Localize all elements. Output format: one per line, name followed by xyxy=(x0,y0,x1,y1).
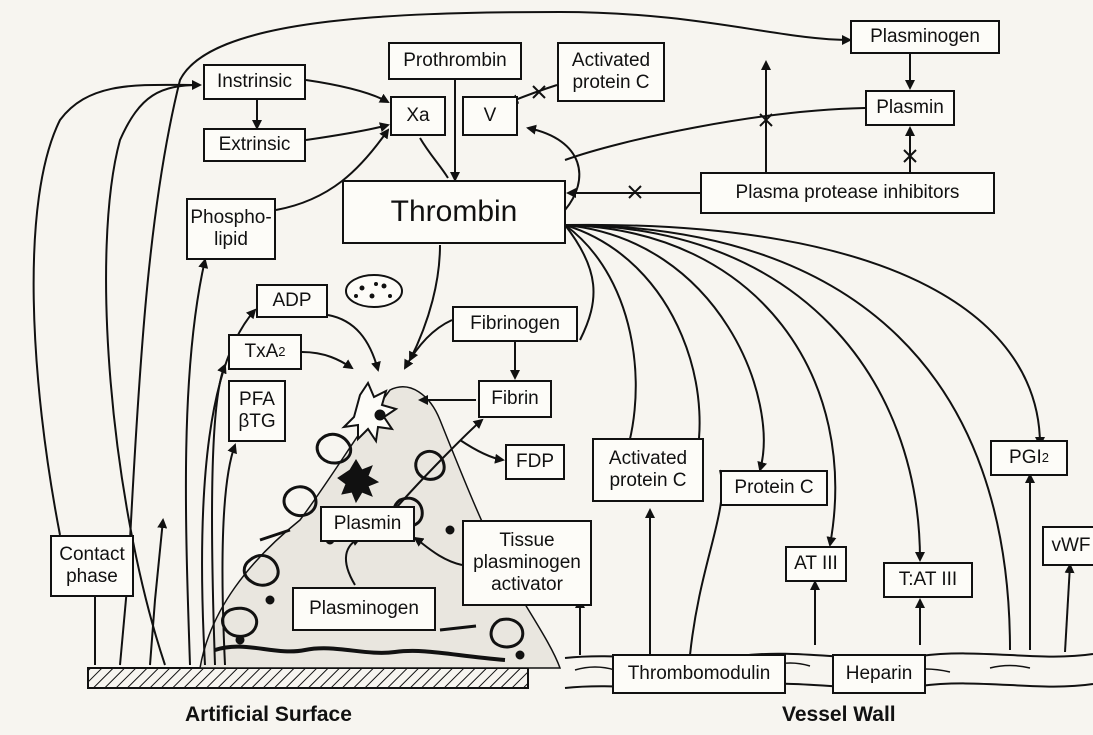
arrow-thrombin-to-v xyxy=(526,124,581,211)
caption-vessel-wall: Vessel Wall xyxy=(782,703,896,726)
adp-box: ADP xyxy=(256,284,328,318)
caption-artificial-surface: Artificial Surface xyxy=(185,703,352,726)
arrow-wall-to-vwf xyxy=(1064,563,1075,653)
plasminogen-bottom-box: Plasminogen xyxy=(292,587,436,631)
arrow-aggregate-to-txa2 xyxy=(211,363,227,666)
plasminogen-top-box: Plasminogen xyxy=(850,20,1000,54)
v-box: V xyxy=(462,96,518,136)
arrow-thrombin-curve-1 xyxy=(564,224,637,471)
arrow-thrombin-curve-3 xyxy=(564,224,767,472)
arrow-fibrin-to-fdp xyxy=(459,439,505,464)
thrombin-box: Thrombin xyxy=(342,180,566,244)
activated-protein-c-mid-box: Activated protein C xyxy=(592,438,704,502)
instrinsic-box: Instrinsic xyxy=(203,64,306,100)
thrombomodulin-box: Thrombomodulin xyxy=(612,654,786,694)
pgi2-subscript: 2 xyxy=(1041,450,1049,465)
arrows xyxy=(32,10,1075,666)
pfa-btg-box: PFA βTG xyxy=(228,380,286,442)
arrow-tpa-to-plasmin xyxy=(413,536,463,566)
protein-c-box: Protein C xyxy=(720,470,828,506)
arrow-plasmin-to-fibrin xyxy=(389,418,484,516)
txa2-subscript: 2 xyxy=(278,344,286,359)
arrow-aggregate-to-pfa xyxy=(221,443,237,666)
fibrin-box: Fibrin xyxy=(478,380,552,418)
at-iii-box: AT III xyxy=(785,546,847,582)
arrow-aggregate-to-adp xyxy=(201,308,257,666)
arrow-thrombin-curve-6 xyxy=(564,224,1011,651)
plasma-protease-inhibitors-box: Plasma protease inhibitors xyxy=(700,172,995,214)
platelet xyxy=(345,274,403,308)
activated-protein-c-top-box: Activated protein C xyxy=(557,42,665,102)
arrow-xa-to-thrombin xyxy=(419,137,449,179)
platelet-granules xyxy=(354,282,392,299)
pgi2-label: PGI xyxy=(1009,447,1042,468)
arrow-txa2-to-aggregate xyxy=(301,351,354,370)
arrow-plasmin-to-v xyxy=(564,107,866,161)
arrow-thrombin-curve-7 xyxy=(564,223,1045,447)
txa2-label: TxA xyxy=(244,341,279,362)
arrow-surface-to-contact-2 xyxy=(119,586,132,666)
heparin-box: Heparin xyxy=(832,654,926,694)
arrow-surface-to-phospholipid xyxy=(184,258,209,666)
prothrombin-box: Prothrombin xyxy=(388,42,522,80)
arrow-surface-to-contact-3 xyxy=(149,518,168,666)
arrow-phospholipid-to-xa xyxy=(275,128,390,211)
t-at-iii-box: T:AT III xyxy=(883,562,973,598)
inhibit-mark-3 xyxy=(759,113,773,127)
vwf-box: vWF xyxy=(1042,526,1093,566)
inhibit-mark-1 xyxy=(532,85,546,99)
extrinsic-box: Extrinsic xyxy=(203,128,306,162)
plasmin-top-box: Plasmin xyxy=(865,90,955,126)
artificial-surface-bar xyxy=(87,667,529,689)
inhibition-marks xyxy=(532,85,917,199)
inhibit-mark-4 xyxy=(903,149,917,163)
arrow-thrombin-curve-4 xyxy=(564,224,837,547)
fdp-box: FDP xyxy=(505,444,565,480)
arrow-contact-to-instrinsic xyxy=(32,79,202,536)
arrow-fibrinogen-to-aggregate xyxy=(404,319,453,370)
arrow-instrinsic-to-xa xyxy=(305,79,390,103)
xa-box: Xa xyxy=(390,96,446,136)
plasmin-mid-box: Plasmin xyxy=(320,506,415,542)
contact-phase-box: Contact phase xyxy=(50,535,134,597)
arrow-top-curve xyxy=(129,10,852,541)
arrow-thrombin-to-fibrinogen xyxy=(564,224,595,341)
inhibit-mark-2 xyxy=(628,185,642,199)
arrow-extrinsic-to-xa xyxy=(305,122,390,141)
tissue-plasminogen-activator-box: Tissue plasminogen activator xyxy=(462,520,592,606)
arrow-adp-to-aggregate xyxy=(327,314,381,372)
fibrinogen-box: Fibrinogen xyxy=(452,306,578,342)
arrow-thrombin-down xyxy=(409,244,441,362)
arrow-thrombin-curve-5 xyxy=(564,224,925,562)
phospholipid-box: Phospho- lipid xyxy=(186,198,276,260)
